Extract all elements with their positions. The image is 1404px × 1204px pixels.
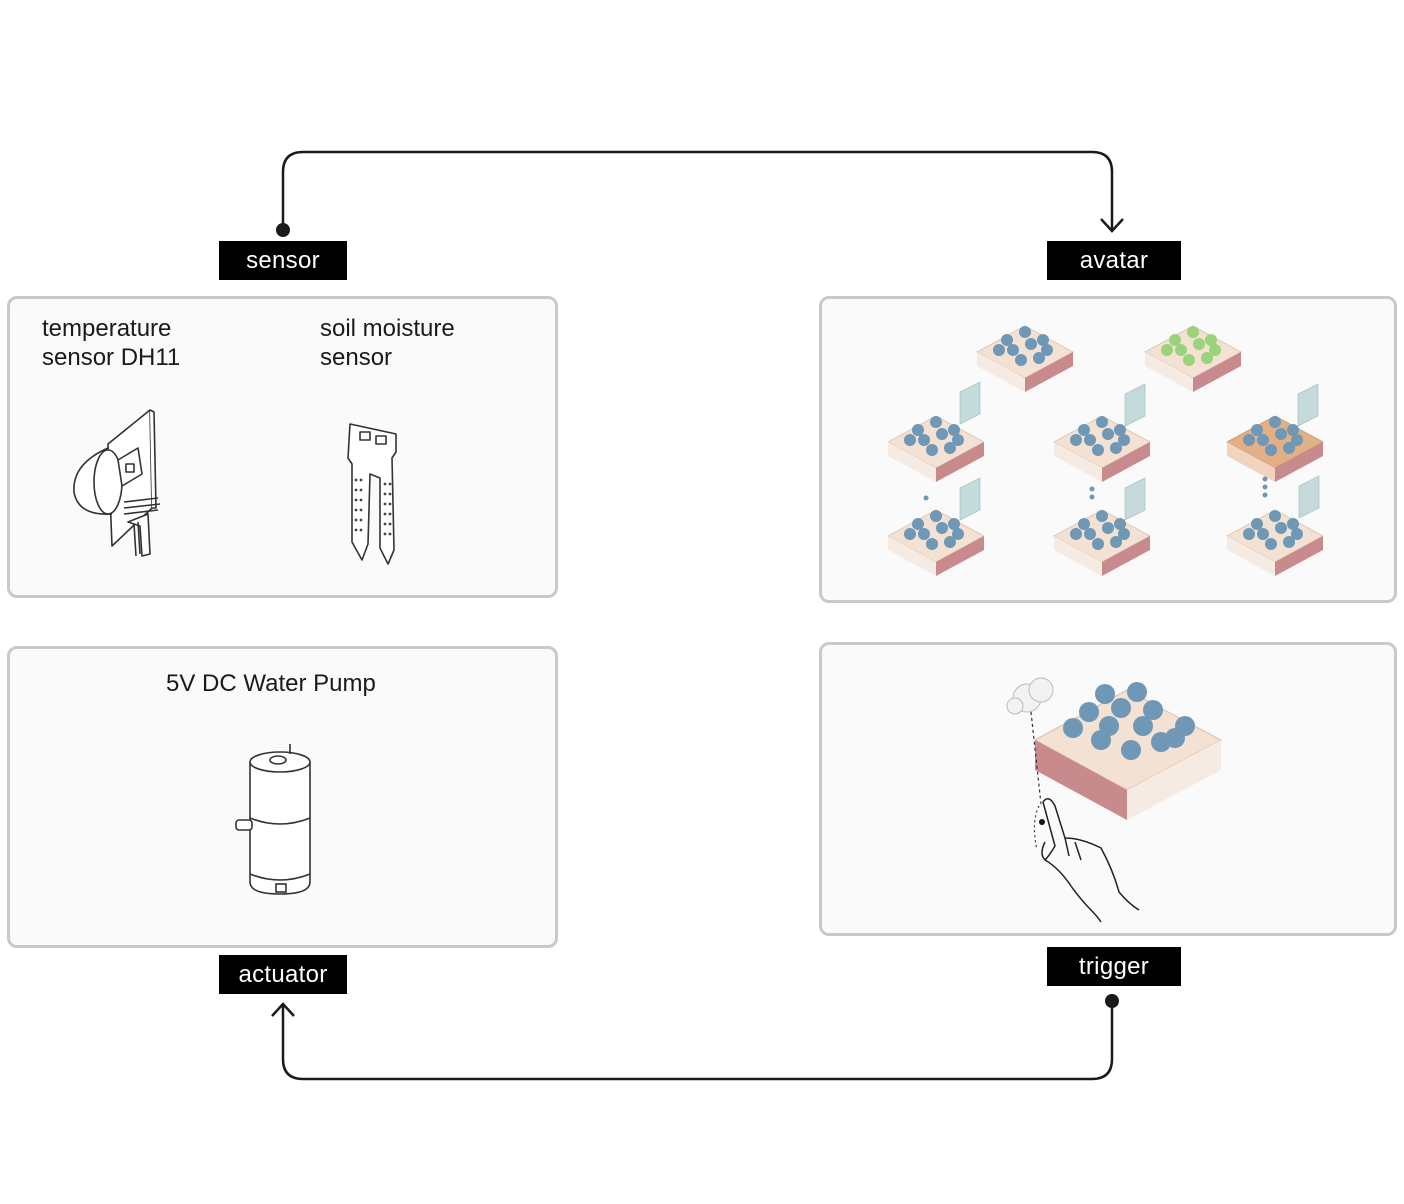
connector-start-dot [276, 223, 290, 237]
moisture-gauge [1124, 477, 1146, 521]
hand-pointer-icon [1041, 798, 1140, 923]
garden-tile-dry [1226, 415, 1324, 482]
water-pump-icon [235, 744, 311, 895]
sensor-panel [7, 296, 558, 598]
connector-arrowhead-down [1100, 218, 1124, 233]
dht11-sensor-icon [73, 409, 161, 557]
trigger-tag: trigger [1047, 947, 1181, 986]
soil-moisture-sensor-label: soil moisture sensor [320, 315, 455, 371]
pointer-arc [1033, 805, 1040, 851]
water-pump-label: 5V DC Water Pump [166, 670, 376, 697]
connector-sensor-to-avatar [281, 150, 1114, 230]
garden-tile [887, 415, 985, 483]
soil-moisture-probe-icon [347, 423, 397, 565]
sensor-tag: sensor [219, 241, 347, 280]
moisture-gauge [959, 381, 981, 425]
trigger-illustration [1006, 677, 1223, 923]
moisture-gauge [1298, 475, 1320, 519]
temperature-sensor-label: temperature sensor DH11 [42, 315, 181, 371]
garden-tile [1226, 509, 1324, 577]
garden-tile [887, 509, 985, 577]
connector-arrowhead-up [271, 1002, 295, 1017]
garden-tile [1053, 415, 1151, 483]
garden-tile [976, 325, 1074, 393]
cloud-icon [1006, 677, 1054, 715]
actuator-tag: actuator [219, 955, 347, 994]
moisture-gauge [1124, 383, 1146, 427]
moisture-gauge [959, 477, 981, 521]
water-drops [923, 476, 1268, 501]
avatar-tag: avatar [1047, 241, 1181, 280]
connector-start-dot [1105, 994, 1119, 1008]
garden-tile-healthy [1144, 325, 1242, 393]
garden-tile [1053, 509, 1151, 577]
moisture-gauge [1297, 383, 1319, 427]
isometric-garden-tile-icon [1033, 682, 1223, 820]
avatar-garden-tiles [887, 325, 1324, 577]
connector-trigger-to-actuator [281, 1001, 1114, 1081]
